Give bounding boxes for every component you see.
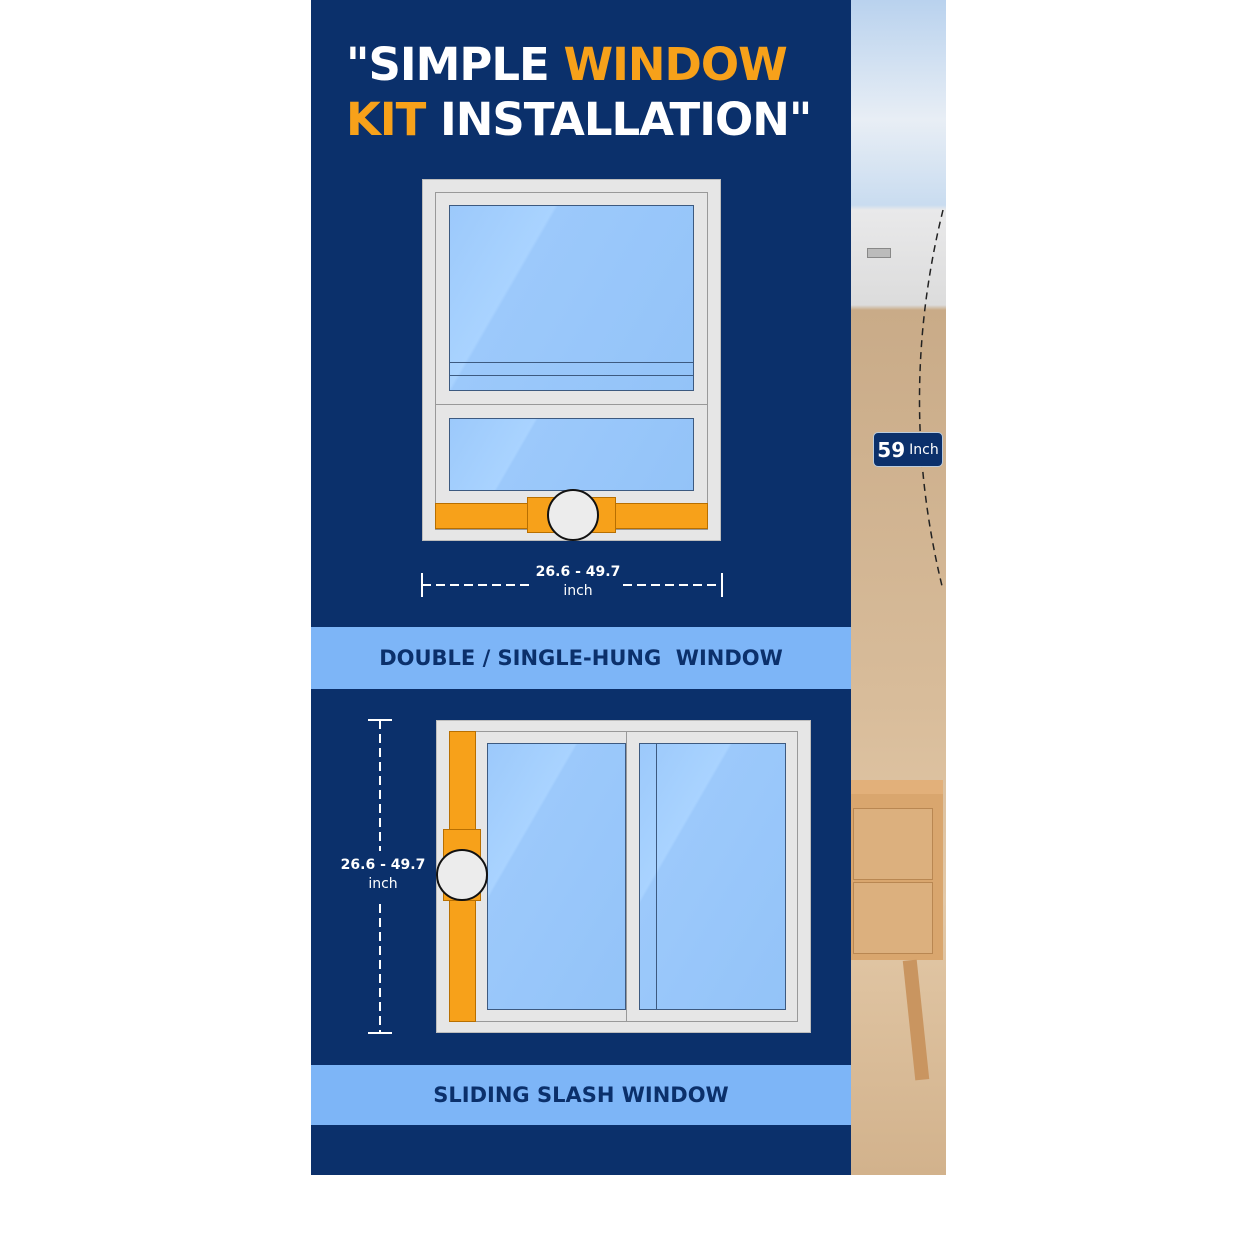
sash-line	[449, 375, 694, 376]
right-glass	[639, 743, 786, 1010]
wall-fixture	[867, 248, 891, 258]
drawer	[853, 882, 933, 954]
sash-divider	[435, 404, 708, 405]
height-value: 59	[877, 437, 906, 462]
title-highlight: KIT	[346, 93, 426, 146]
room-photo	[851, 0, 946, 1175]
title-line-1: "SIMPLE WINDOW	[346, 38, 788, 91]
sliding-window-label: SLIDING SLASH WINDOW	[311, 1065, 851, 1125]
title-text: "SIMPLE	[346, 38, 564, 91]
width-dimension-line	[421, 573, 723, 597]
sash-divider	[626, 731, 627, 1022]
height-range-label: 26.6 - 49.7 inch	[333, 856, 433, 894]
hung-window-label: DOUBLE / SINGLE-HUNG WINDOW	[311, 627, 851, 689]
height-arc	[918, 209, 944, 591]
range-value: 26.6 - 49.7	[535, 564, 621, 580]
sash-line	[449, 362, 694, 363]
range-unit: inch	[368, 876, 398, 892]
height-dimension-line	[368, 719, 392, 1034]
lower-glass	[449, 418, 694, 491]
left-glass	[487, 743, 626, 1010]
height-unit: Inch	[909, 441, 939, 458]
nightstand	[851, 780, 943, 960]
title-highlight: WINDOW	[563, 38, 787, 91]
upper-glass	[449, 205, 694, 391]
range-unit: inch	[563, 583, 593, 599]
title-text: INSTALLATION"	[425, 93, 812, 146]
width-range-label: 26.6 - 49.7 inch	[528, 563, 628, 601]
exhaust-hole	[547, 489, 599, 541]
exhaust-hole	[436, 849, 488, 901]
drawer	[853, 808, 933, 880]
sash-line	[656, 743, 657, 1010]
nightstand-leg	[902, 959, 930, 1081]
range-value: 26.6 - 49.7	[340, 857, 426, 873]
title-line-2: KIT INSTALLATION"	[346, 93, 812, 146]
height-badge: 59 Inch	[873, 432, 943, 467]
